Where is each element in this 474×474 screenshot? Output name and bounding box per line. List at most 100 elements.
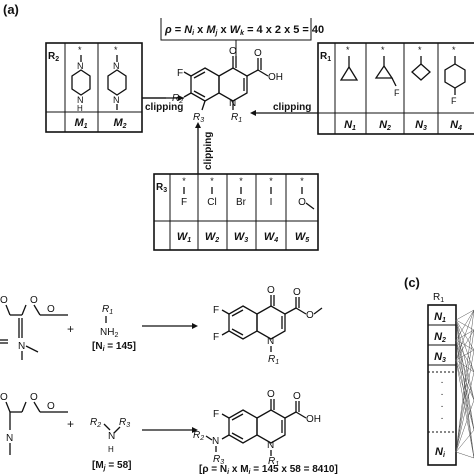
r3-star-4: * — [269, 176, 273, 186]
r1-cell-4: N4 — [450, 119, 462, 132]
r3-cell-1: W1 — [177, 231, 191, 244]
panel-c-header: R1 — [433, 292, 444, 304]
reaction-1: O O O N + R1 NH2 [Ni = 145] O — [0, 285, 323, 366]
r3-cell-3: W3 — [234, 231, 248, 244]
svg-text:O: O — [293, 287, 301, 298]
reagent-amine: R2 — [90, 417, 101, 429]
r3-star-1: * — [182, 176, 186, 186]
svg-text:O: O — [47, 401, 55, 412]
svg-text:clipping: clipping — [145, 102, 183, 113]
svg-text:clipping: clipping — [203, 132, 214, 170]
r3-star-2: * — [210, 176, 214, 186]
svg-text:R1: R1 — [268, 354, 279, 366]
formula-box: ρ = Ni x Mj x Wk = 4 x 2 x 5 = 40 — [160, 18, 324, 58]
svg-text:N: N — [6, 433, 13, 444]
svg-text:N: N — [77, 61, 84, 71]
svg-text:H: H — [77, 104, 83, 113]
panel-c-dot: · — [440, 377, 443, 388]
svg-text:F: F — [394, 88, 400, 98]
panel-c-row-i: Ni — [435, 446, 446, 459]
svg-text:O: O — [306, 310, 314, 321]
reactant-o: O — [0, 295, 8, 306]
reagent-r1: R1 — [102, 304, 113, 316]
r3-cell-4: W4 — [264, 231, 278, 244]
clipping-arrow-r1: clipping — [250, 102, 318, 116]
quinolone-core: F O O OH N R2 R1 R3 — [172, 46, 283, 124]
r3-cell-5: W5 — [295, 231, 309, 244]
panel-c-dot: · — [440, 413, 443, 424]
reaction2-plus: + — [67, 417, 74, 431]
reaction2-product-count: [ρ = Ni x Mj = 145 x 58 = 8410] — [199, 464, 338, 474]
panel-c-row-3: N3 — [434, 351, 446, 364]
reaction1-count: [Ni = 145] — [92, 341, 136, 353]
core-oh-group: OH — [268, 72, 283, 83]
svg-text:N: N — [212, 436, 219, 447]
reagent-nh2: NH2 — [100, 327, 118, 339]
svg-text:R3: R3 — [119, 417, 130, 429]
panel-c-row-2: N2 — [434, 331, 446, 344]
svg-text:O: O — [30, 295, 38, 306]
svg-text:*: * — [78, 45, 82, 55]
core-n-atom: N — [229, 98, 236, 109]
svg-text:F: F — [213, 305, 219, 316]
svg-text:F: F — [213, 409, 219, 420]
core-acid-o-atom: O — [254, 48, 262, 59]
r2-header: R2 — [48, 51, 59, 63]
svg-text:clipping: clipping — [273, 102, 311, 113]
svg-text:O: O — [267, 389, 275, 400]
panel-a-label: (a) — [3, 2, 19, 17]
svg-text:O: O — [293, 391, 301, 402]
r3-atom-5: O — [298, 197, 306, 208]
svg-text:O: O — [47, 304, 55, 315]
r1-cell-2: N2 — [379, 119, 391, 132]
panel-c-dot: · — [440, 389, 443, 400]
svg-text:O: O — [30, 392, 38, 403]
core-r1-label: R1 — [231, 112, 242, 124]
r1-cell-3: N3 — [415, 119, 427, 132]
r3-atom-1: F — [181, 197, 187, 208]
r3-atom-4: I — [270, 197, 273, 208]
piperazine-structure: * N N H — [71, 45, 91, 113]
reaction-2: O O O N + R2 N R3 H [Mj = 58] O — [0, 389, 338, 474]
r1-cell-1: N1 — [344, 119, 356, 132]
r2-cell-2: M2 — [113, 117, 126, 130]
panel-c-row-1: N1 — [434, 311, 446, 324]
r3-star-3: * — [239, 176, 243, 186]
svg-text:R1: R1 — [268, 456, 279, 468]
core-f-atom: F — [177, 68, 183, 79]
svg-text:N: N — [18, 341, 25, 352]
r3-star-5: * — [300, 176, 304, 186]
svg-text:*: * — [381, 45, 385, 55]
r3-atom-3: Br — [236, 197, 247, 208]
svg-text:N: N — [113, 95, 120, 105]
cyclopropyl-structure: * — [339, 45, 359, 81]
r3-atom-2: Cl — [207, 197, 216, 208]
svg-text:*: * — [114, 45, 118, 55]
svg-text:N: N — [108, 431, 115, 442]
r3-header: R3 — [156, 182, 167, 194]
svg-text:N: N — [267, 440, 274, 451]
panel-c-label: (c) — [404, 275, 420, 290]
clipping-arrow-r3: clipping — [195, 122, 214, 174]
svg-text:N: N — [77, 95, 84, 105]
product-2-structure: O O OH F N R2 R3 N R1 — [193, 389, 321, 468]
methylpiperazine-structure: * N N — [107, 45, 127, 110]
fluorocyclopropyl-structure: * F — [374, 45, 400, 98]
svg-text:*: * — [346, 45, 350, 55]
reaction2-count: [Mj = 58] — [92, 460, 131, 472]
svg-text:R3: R3 — [213, 454, 224, 466]
reaction1-plus: + — [67, 322, 74, 336]
r2-cell-1: M1 — [74, 117, 87, 130]
svg-text:N: N — [267, 336, 274, 347]
fluorophenyl-structure: * F — [444, 45, 466, 106]
svg-text:H: H — [108, 445, 114, 454]
product-1-structure: O O O F F N R1 — [213, 285, 323, 366]
svg-text:ρ = Ni x Mj x Wk = 4 x 2 x 5 =: ρ = Ni x Mj x Wk = 4 x 2 x 5 = 40 — [164, 24, 324, 37]
r1-header: R1 — [320, 51, 331, 63]
r2-substituent-table: R2 * N N H * N N M1 M2 — [45, 42, 143, 133]
svg-text:*: * — [418, 45, 422, 55]
panel-c-dot: · — [440, 401, 443, 412]
svg-text:*: * — [452, 45, 456, 55]
